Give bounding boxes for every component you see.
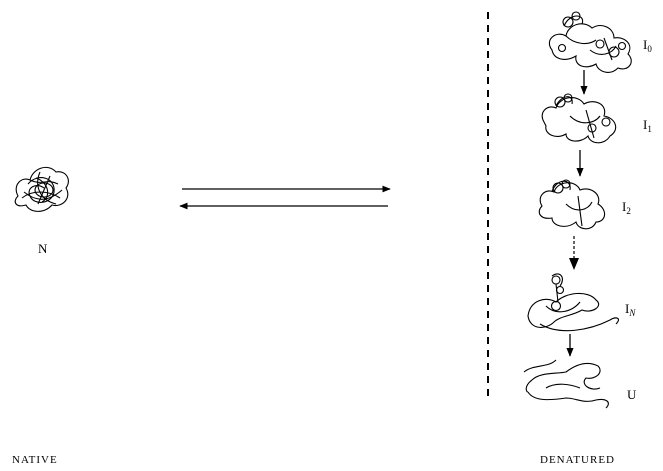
intermediate-2-base: I: [622, 199, 627, 214]
intermediate-n-sub: N: [629, 308, 636, 318]
intermediate-n-shape: [527, 273, 619, 332]
intermediate-0-base: I: [643, 37, 648, 52]
intermediate-n-base: I: [625, 301, 630, 316]
intermediate-1-sub: 1: [647, 124, 652, 134]
unfolded-chain-shape: [523, 359, 609, 409]
denatured-footer-label: DENATURED: [540, 454, 615, 466]
intermediate-2-label: I2: [622, 199, 631, 216]
native-protein-blob: [14, 166, 69, 212]
intermediate-0-label: I0: [643, 37, 652, 54]
equilibrium-arrows: [179, 185, 391, 210]
intermediate-1-label: I1: [643, 117, 652, 134]
native-state-label: N: [38, 241, 48, 256]
intermediate-0-sub: 0: [647, 44, 652, 54]
intermediate-0-shape: [548, 11, 632, 73]
arrow-i2-in: [569, 236, 579, 270]
intermediate-2-sub: 2: [626, 206, 631, 216]
unfolded-state-label: U: [627, 387, 637, 402]
native-footer-label: NATIVE: [12, 454, 58, 466]
intermediate-1-base: I: [643, 117, 648, 132]
intermediate-2-shape: [538, 179, 606, 230]
intermediate-1-shape: [541, 93, 617, 144]
intermediate-n-label: IN: [625, 301, 636, 318]
